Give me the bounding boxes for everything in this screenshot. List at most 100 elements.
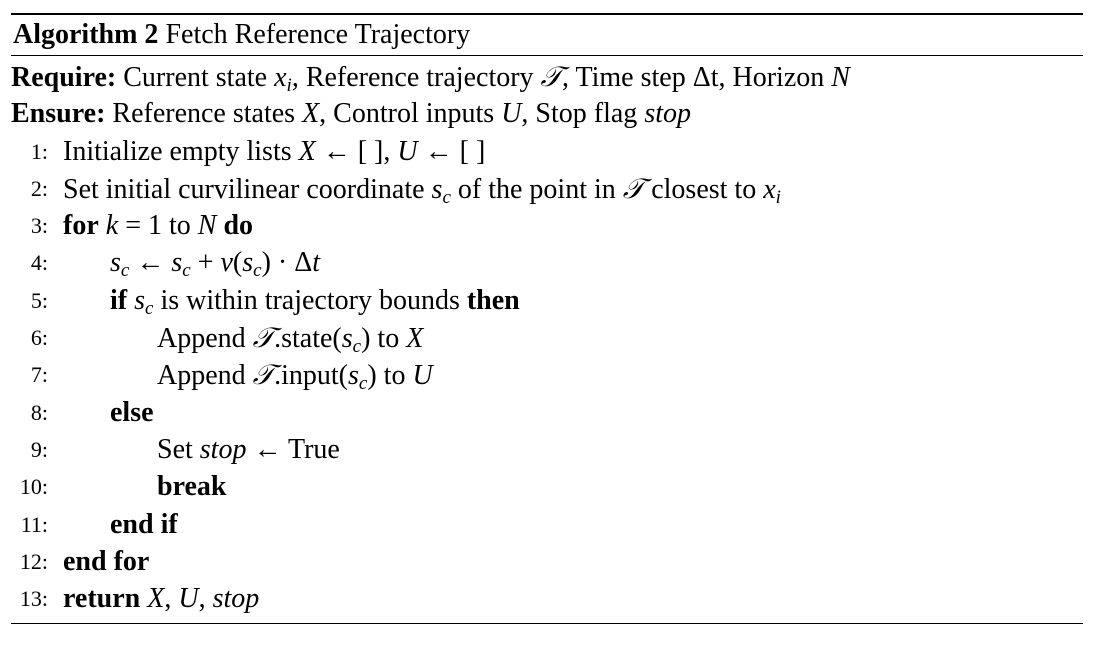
line-code: return X, U, stop	[63, 580, 259, 617]
math-var: stop	[199, 433, 247, 465]
require-text: Current state	[123, 62, 275, 93]
ensure-keyword: Ensure:	[11, 98, 106, 130]
code-text: .state(	[274, 323, 342, 355]
math-var: s	[134, 284, 146, 316]
math-sub: c	[352, 336, 362, 358]
line-number: 10:	[19, 474, 48, 500]
algorithm-line: 5: if sc is within trajectory bounds the…	[11, 282, 1083, 319]
algorithm-caption: Algorithm 2 Fetch Reference Trajectory	[11, 15, 1083, 55]
code-text: ) · Δ	[261, 247, 313, 279]
algorithm-line: 1: Initialize empty lists X ← [ ], U ← […	[11, 133, 1083, 170]
code-text: ,	[164, 583, 179, 615]
line-number: 3:	[30, 213, 48, 239]
algorithm-line: 12: end for	[11, 543, 1083, 580]
keyword-end-for: end for	[63, 545, 150, 577]
line-code: Append 𝒯.state(sc) to X	[157, 319, 423, 357]
algorithm-line: 3: for k = 1 to N do	[11, 207, 1083, 244]
line-code: Initialize empty lists X ← [ ], U ← [ ]	[63, 133, 485, 170]
math-sub: i	[286, 75, 292, 96]
code-text: ← True	[246, 433, 340, 465]
math-var: v	[220, 247, 233, 279]
algorithm-line: 11: end if	[11, 506, 1083, 543]
top-rule	[11, 13, 1083, 15]
math-var: stop	[644, 98, 691, 130]
code-text: of the point in	[450, 173, 623, 205]
code-text: Append	[157, 360, 253, 392]
math-var: X	[406, 323, 424, 355]
code-text: Append	[157, 323, 253, 355]
keyword-end-if: end if	[110, 508, 178, 540]
math-var: N	[197, 210, 217, 242]
math-var: 𝒯	[252, 321, 275, 355]
math-var: stop	[212, 583, 260, 615]
line-number: 7:	[30, 362, 48, 388]
math-sub: i	[775, 186, 781, 208]
math-var: x	[763, 173, 776, 205]
math-sub: c	[442, 186, 451, 208]
line-code: if sc is within trajectory bounds then	[110, 282, 520, 319]
line-code: sc ← sc + v(sc) · Δt	[110, 244, 320, 281]
math-var: 𝒯	[622, 171, 645, 205]
algorithm-line: 13: return X, U, stop	[11, 580, 1083, 617]
code-text: Set initial curvilinear coordinate	[63, 173, 432, 205]
line-number: 4:	[30, 250, 48, 276]
keyword-break: break	[157, 471, 227, 503]
require-line: Require: Current state xi, Reference tra…	[11, 58, 1083, 95]
keyword-do: do	[223, 210, 254, 242]
math-sub: c	[120, 260, 130, 282]
algorithm-box: Algorithm 2 Fetch Reference Trajectory R…	[11, 13, 1083, 625]
math-sub: c	[358, 373, 368, 395]
math-var: s	[431, 173, 443, 205]
code-text: = 1 to	[118, 210, 198, 242]
ensure-text: Reference states	[112, 98, 303, 130]
algorithm-line: 9: Set stop ← True	[11, 431, 1083, 468]
code-text: is within trajectory bounds	[153, 284, 467, 316]
line-code: end for	[63, 543, 149, 580]
line-code: Append 𝒯.input(sc) to U	[157, 356, 433, 394]
math-var: 𝒯	[252, 358, 275, 392]
keyword-if: if	[110, 284, 128, 316]
algorithm-line: 8: else	[11, 394, 1083, 431]
require-text: , Time step	[562, 62, 693, 93]
bottom-rule	[11, 623, 1083, 625]
math-var: X	[147, 583, 165, 615]
line-number: 9:	[30, 436, 48, 462]
algorithm-line: 2: Set initial curvilinear coordinate sc…	[11, 170, 1083, 207]
code-text: Set	[157, 433, 200, 465]
line-number: 12:	[19, 548, 48, 574]
math-sub: c	[182, 260, 191, 282]
keyword-else: else	[110, 396, 154, 428]
math-var: s	[341, 323, 353, 355]
math-var: U	[178, 583, 199, 615]
code-text: +	[190, 247, 221, 279]
math-var: U	[397, 135, 418, 167]
line-code: Set stop ← True	[157, 431, 340, 468]
keyword-then: then	[466, 284, 520, 316]
math-var: s	[242, 247, 254, 279]
line-number: 2:	[30, 175, 48, 201]
algorithm-line: 7: Append 𝒯.input(sc) to U	[11, 356, 1083, 393]
math-var: X	[302, 98, 320, 130]
require-text: , Horizon	[718, 62, 832, 93]
require-text: , Reference trajectory	[291, 62, 541, 93]
line-number: 1:	[30, 138, 48, 164]
caption-rule	[11, 55, 1083, 56]
code-text: .input(	[274, 360, 348, 392]
code-text: ← [ ]	[417, 135, 486, 167]
algorithm-line: 4: sc ← sc + v(sc) · Δt	[11, 244, 1083, 281]
keyword-return: return	[63, 583, 141, 615]
math-var: s	[110, 247, 121, 279]
algorithm-title: Fetch Reference Trajectory	[165, 19, 471, 50]
ensure-line: Ensure: Reference states X, Control inpu…	[11, 95, 1083, 132]
math-sub: c	[253, 260, 262, 282]
algorithm-body: Require: Current state xi, Reference tra…	[11, 56, 1083, 617]
math-var: N	[831, 62, 850, 93]
ensure-text: , Stop flag	[521, 98, 645, 130]
algorithm-label: Algorithm 2	[13, 19, 159, 50]
math-var: 𝒯	[540, 60, 562, 93]
line-number: 6:	[30, 325, 48, 351]
line-number: 13:	[19, 586, 48, 612]
math-var: X	[298, 135, 316, 167]
math-var: t	[312, 247, 321, 279]
code-text: ,	[198, 583, 213, 615]
